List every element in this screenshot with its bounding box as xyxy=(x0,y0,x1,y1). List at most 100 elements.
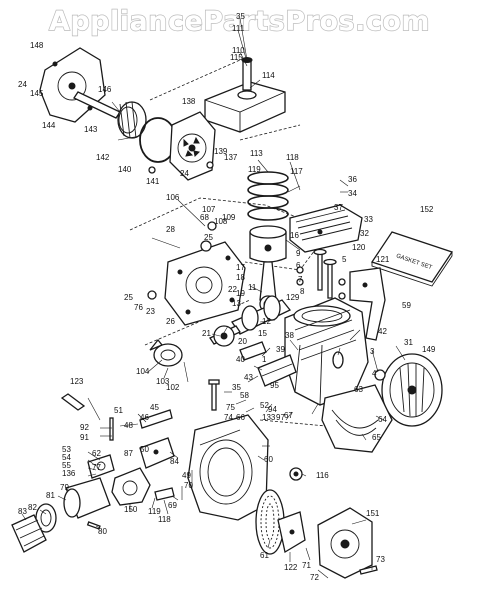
bracket-part-121 xyxy=(349,267,386,341)
blower-housing-part-66 xyxy=(187,414,269,521)
callout-label: 83 xyxy=(18,507,27,516)
base-plate-part-64 xyxy=(321,384,393,453)
callout-label: 25 xyxy=(124,293,133,302)
callout-label: 118 xyxy=(286,153,299,162)
callout-label: 39 xyxy=(276,345,285,354)
callout-label: 73 xyxy=(376,555,385,564)
screw-part-73 xyxy=(359,565,378,575)
callout-label: 148 xyxy=(30,41,44,50)
callout-label: 5 xyxy=(342,255,347,264)
callout-label: 19 xyxy=(236,289,245,298)
callout-label: 53 xyxy=(62,445,71,454)
callout-label: 133 xyxy=(262,413,276,422)
callout-label: 38 xyxy=(285,331,294,340)
callout-label: 13 xyxy=(232,299,241,308)
callout-label: 146 xyxy=(98,85,112,94)
callout-label: 104 xyxy=(136,367,150,376)
screen-part-61 xyxy=(255,489,285,555)
governor-part-107 xyxy=(207,221,217,231)
air-cleaner-cover-part-83 xyxy=(11,514,47,553)
callout-label: 121 xyxy=(376,255,390,264)
valves-part-5 xyxy=(296,248,346,300)
callout-label: 35 xyxy=(232,383,241,392)
callout-label: 144 xyxy=(42,121,56,130)
callout-label: 82 xyxy=(28,503,37,512)
callout-label: 24 xyxy=(18,80,27,89)
callout-label: 8 xyxy=(300,287,305,296)
callout-label: 50 xyxy=(140,445,149,454)
callout-label: 31 xyxy=(404,338,413,347)
callout-label: 84 xyxy=(170,457,179,466)
callout-label: 26 xyxy=(166,317,175,326)
gear-part-109 xyxy=(200,240,212,252)
throttle-plate-part-87 xyxy=(139,437,175,469)
callout-label: 115 xyxy=(230,53,243,62)
callout-label: 60 xyxy=(264,455,273,464)
callout-label: 80 xyxy=(98,527,107,536)
callout-label: 120 xyxy=(352,243,366,252)
callout-label: 116 xyxy=(316,471,329,480)
callout-label: 152 xyxy=(420,205,434,214)
callout-label: 142 xyxy=(96,153,110,162)
callout-label: 54 xyxy=(62,453,71,462)
starter-pulley-part-143 xyxy=(117,101,147,139)
callout-label: 76 xyxy=(134,303,143,312)
callout-label: 32 xyxy=(360,229,369,238)
callout-label: 61 xyxy=(260,551,269,560)
callout-label: 139 xyxy=(214,147,228,156)
carburetor-part-150 xyxy=(111,467,151,506)
callout-label: 37 xyxy=(334,203,343,212)
tube-part-123 xyxy=(60,393,86,411)
callout-label: 122 xyxy=(284,563,298,572)
callout-label: 3 xyxy=(370,347,375,356)
callout-label: 25 xyxy=(204,233,213,242)
callout-label: 35 xyxy=(236,12,245,21)
callout-label: 75 xyxy=(226,403,235,412)
linkage-part-43 xyxy=(239,341,297,387)
callout-label: 136 xyxy=(62,469,76,478)
choke-plate-part-62 xyxy=(87,454,115,479)
callout-label: 74 xyxy=(224,413,233,422)
callout-label: 92 xyxy=(80,423,89,432)
callout-label: 140 xyxy=(118,165,132,174)
callout-label: 123 xyxy=(70,377,84,386)
callout-label: 16 xyxy=(290,231,299,240)
callout-label: 22 xyxy=(228,285,237,294)
callout-label: 94 xyxy=(268,405,277,414)
callout-label: 111 xyxy=(232,24,245,33)
callout-label: 18 xyxy=(236,273,245,282)
callout-label: 113 xyxy=(250,149,263,158)
group-outline-upper xyxy=(149,59,301,141)
callout-label: 66 xyxy=(236,413,245,422)
callout-label: 45 xyxy=(150,403,159,412)
callout-label: 129 xyxy=(286,293,300,302)
callout-label: 70 xyxy=(184,481,193,490)
piston-part-16 xyxy=(249,225,287,263)
callout-label: 49 xyxy=(182,471,191,480)
callout-label: 97 xyxy=(276,413,285,422)
callout-label: 145 xyxy=(30,89,44,98)
starter-assembly-part-151 xyxy=(317,507,373,579)
piston-rings-part-119 xyxy=(247,171,289,221)
callout-label: 87 xyxy=(124,449,133,458)
callout-label: 119 xyxy=(148,507,161,516)
callout-label: 40 xyxy=(236,355,245,364)
cylinder-head-part-33 xyxy=(289,204,363,253)
callout-label: 43 xyxy=(244,373,253,382)
callout-label: 150 xyxy=(124,505,138,514)
bracket-part-46 xyxy=(139,409,173,429)
callout-label: 67 xyxy=(284,411,293,420)
leader-lines xyxy=(21,17,406,579)
callout-label: 114 xyxy=(262,71,275,80)
callout-label: 109 xyxy=(222,213,236,222)
callout-label: 48 xyxy=(124,421,133,430)
callout-label: 4 xyxy=(372,369,377,378)
fuel-fitting-part-116 xyxy=(289,467,303,481)
callout-label: 59 xyxy=(402,301,411,310)
blower-housing-part-138 xyxy=(169,111,216,181)
callout-label: 34 xyxy=(348,189,357,198)
bolt-part-51 xyxy=(109,417,114,441)
callout-label: 6 xyxy=(296,261,301,270)
